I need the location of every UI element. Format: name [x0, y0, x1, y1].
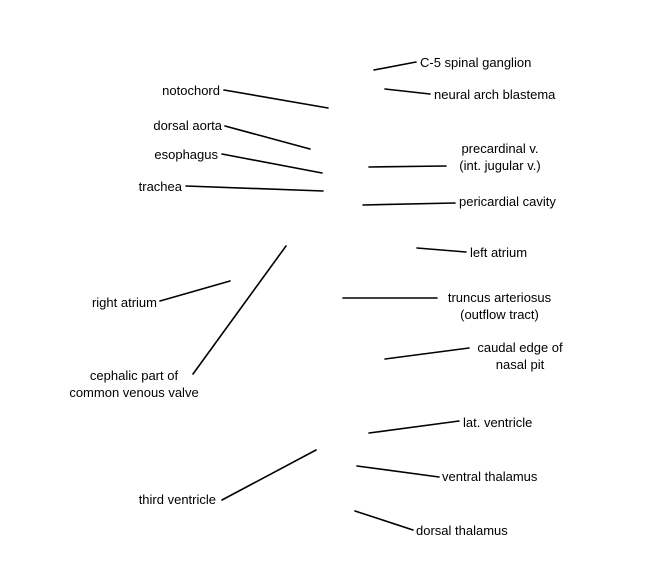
label-lat-ventricle: lat. ventricle: [463, 415, 533, 430]
leader-third-ventricle: [221, 449, 317, 501]
label-cephalic-common-venous-valve: cephalic part of common venous valve: [69, 368, 199, 400]
label-dorsal-thalamus: dorsal thalamus: [416, 523, 508, 538]
label-precardinal-v: precardinal v. (int. jugular v.): [459, 141, 541, 173]
label-pericardial-cavity: pericardial cavity: [459, 194, 556, 209]
label-dorsal-aorta: dorsal aorta: [153, 118, 222, 133]
leader-ventral-thalamus: [356, 465, 440, 478]
leader-cephalic-common-venous-valve: [192, 245, 287, 375]
label-right-atrium: right atrium: [91, 295, 157, 310]
leader-right-atrium: [159, 280, 231, 302]
leader-dorsal-aorta: [224, 125, 311, 150]
label-c5-spinal-ganglion: C-5 spinal ganglion: [420, 55, 532, 70]
leader-pericardial-cavity: [362, 202, 456, 206]
leader-left-atrium: [416, 247, 467, 253]
label-notochord: notochord: [162, 83, 220, 98]
label-truncus-arteriosus: truncus arteriosus (outflow tract): [447, 290, 552, 322]
leader-neural-arch-blastema: [384, 88, 431, 95]
leader-notochord: [223, 89, 329, 109]
label-third-ventricle: third ventricle: [138, 492, 216, 507]
label-ventral-thalamus: ventral thalamus: [442, 469, 538, 484]
leader-precardinal-v: [368, 165, 447, 168]
label-trachea: trachea: [138, 179, 182, 194]
label-neural-arch-blastema: neural arch blastema: [434, 87, 556, 102]
leader-c5-spinal-ganglion: [373, 61, 417, 71]
leader-caudal-edge-nasal-pit: [384, 347, 470, 360]
label-esophagus: esophagus: [154, 147, 218, 162]
leader-lat-ventricle: [368, 420, 460, 434]
label-caudal-edge-nasal-pit: caudal edge of nasal pit: [477, 340, 563, 372]
leader-trachea: [185, 185, 324, 192]
leader-esophagus: [221, 153, 323, 174]
leader-dorsal-thalamus: [354, 510, 414, 531]
label-left-atrium: left atrium: [470, 245, 528, 260]
